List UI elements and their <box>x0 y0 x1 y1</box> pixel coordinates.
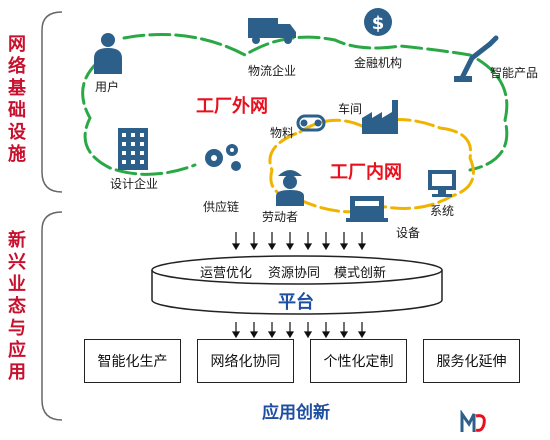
app-bracket <box>41 211 63 421</box>
gears-icon <box>205 144 241 171</box>
network-bracket <box>41 11 63 193</box>
application-box: 服务化延伸 <box>423 339 520 383</box>
application-box: 智能化生产 <box>84 339 181 383</box>
worker-icon <box>276 170 304 206</box>
truck-icon <box>248 18 296 44</box>
node-material: 物料 <box>270 126 295 140</box>
platform-function: 运营优化 <box>200 266 253 281</box>
user-icon <box>94 33 122 74</box>
node-logistics: 物流企业 <box>248 64 297 78</box>
emerging-business-title: 新兴业态与应用 <box>8 230 26 383</box>
node-supply-chain: 供应链 <box>203 200 240 214</box>
application-innovation-title: 应用创新 <box>262 403 330 423</box>
equipment-icon <box>346 196 388 222</box>
robot-arm-icon <box>454 35 499 82</box>
factory-icon <box>362 100 398 134</box>
node-design: 设计企业 <box>110 177 159 191</box>
arrows-to-platform <box>231 232 367 251</box>
external-network-loop <box>81 33 509 176</box>
application-box: 网络化协同 <box>197 339 294 383</box>
internal-network-label: 工厂内网 <box>330 162 402 183</box>
arrows-to-applications <box>231 322 367 339</box>
application-box: 个性化定制 <box>310 339 407 383</box>
node-smart-product: 智能产品 <box>490 66 539 80</box>
platform-function: 模式创新 <box>334 266 387 281</box>
material-icon <box>296 114 326 132</box>
node-workshop: 车间 <box>338 102 363 116</box>
node-worker: 劳动者 <box>262 210 299 224</box>
node-system: 系统 <box>430 204 455 218</box>
external-network-label: 工厂外网 <box>196 96 268 117</box>
network-infrastructure-title: 网络基础设施 <box>8 34 26 165</box>
platform-cylinder <box>151 255 443 315</box>
svg-text:$: $ <box>372 13 385 34</box>
node-equipment: 设备 <box>396 226 421 240</box>
node-finance: 金融机构 <box>354 56 403 70</box>
building-icon <box>118 128 148 170</box>
platform-function: 资源协同 <box>268 266 321 281</box>
platform-title: 平台 <box>278 292 314 313</box>
brand-logo-icon <box>460 410 486 432</box>
monitor-icon <box>428 170 456 197</box>
node-user: 用户 <box>95 80 120 94</box>
dollar-icon: $ <box>364 8 392 36</box>
